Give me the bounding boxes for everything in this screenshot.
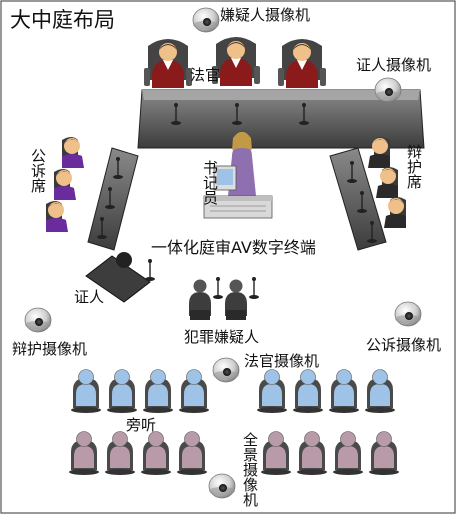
camera-suspect <box>192 7 220 33</box>
camera-panorama <box>208 473 236 499</box>
label-witness-camera: 证人摄像机 <box>356 56 432 74</box>
witness-seat <box>85 252 156 303</box>
label-gallery: 旁听 <box>126 416 157 434</box>
label-judge-camera: 法官摄像机 <box>244 352 320 370</box>
label-defendant: 犯罪嫌疑人 <box>184 328 260 346</box>
prosecution-desk <box>87 147 139 251</box>
label-prosecution-camera: 公诉摄像机 <box>366 336 442 354</box>
camera-defense <box>24 307 52 333</box>
label-defense: 辩护席 <box>405 144 423 189</box>
camera-prosecution <box>394 301 422 327</box>
camera-judge <box>212 357 240 383</box>
defense-desk <box>329 147 387 251</box>
label-av-terminal: 一体化庭审AV数字终端 <box>151 238 316 257</box>
label-panorama-camera: 全景摄像机 <box>241 432 259 507</box>
label-judge: 法官 <box>190 66 221 84</box>
label-suspect-camera: 嫌疑人摄像机 <box>220 6 311 24</box>
judge-bench <box>137 89 425 149</box>
label-defense-camera: 辩护摄像机 <box>12 340 88 358</box>
label-prosecution: 公诉席 <box>29 148 47 193</box>
page-title: 大中庭布局 <box>10 8 115 32</box>
label-witness: 证人 <box>74 288 105 306</box>
clerk <box>203 132 273 219</box>
camera-witness <box>374 77 402 103</box>
label-clerk: 书记员 <box>201 160 219 205</box>
